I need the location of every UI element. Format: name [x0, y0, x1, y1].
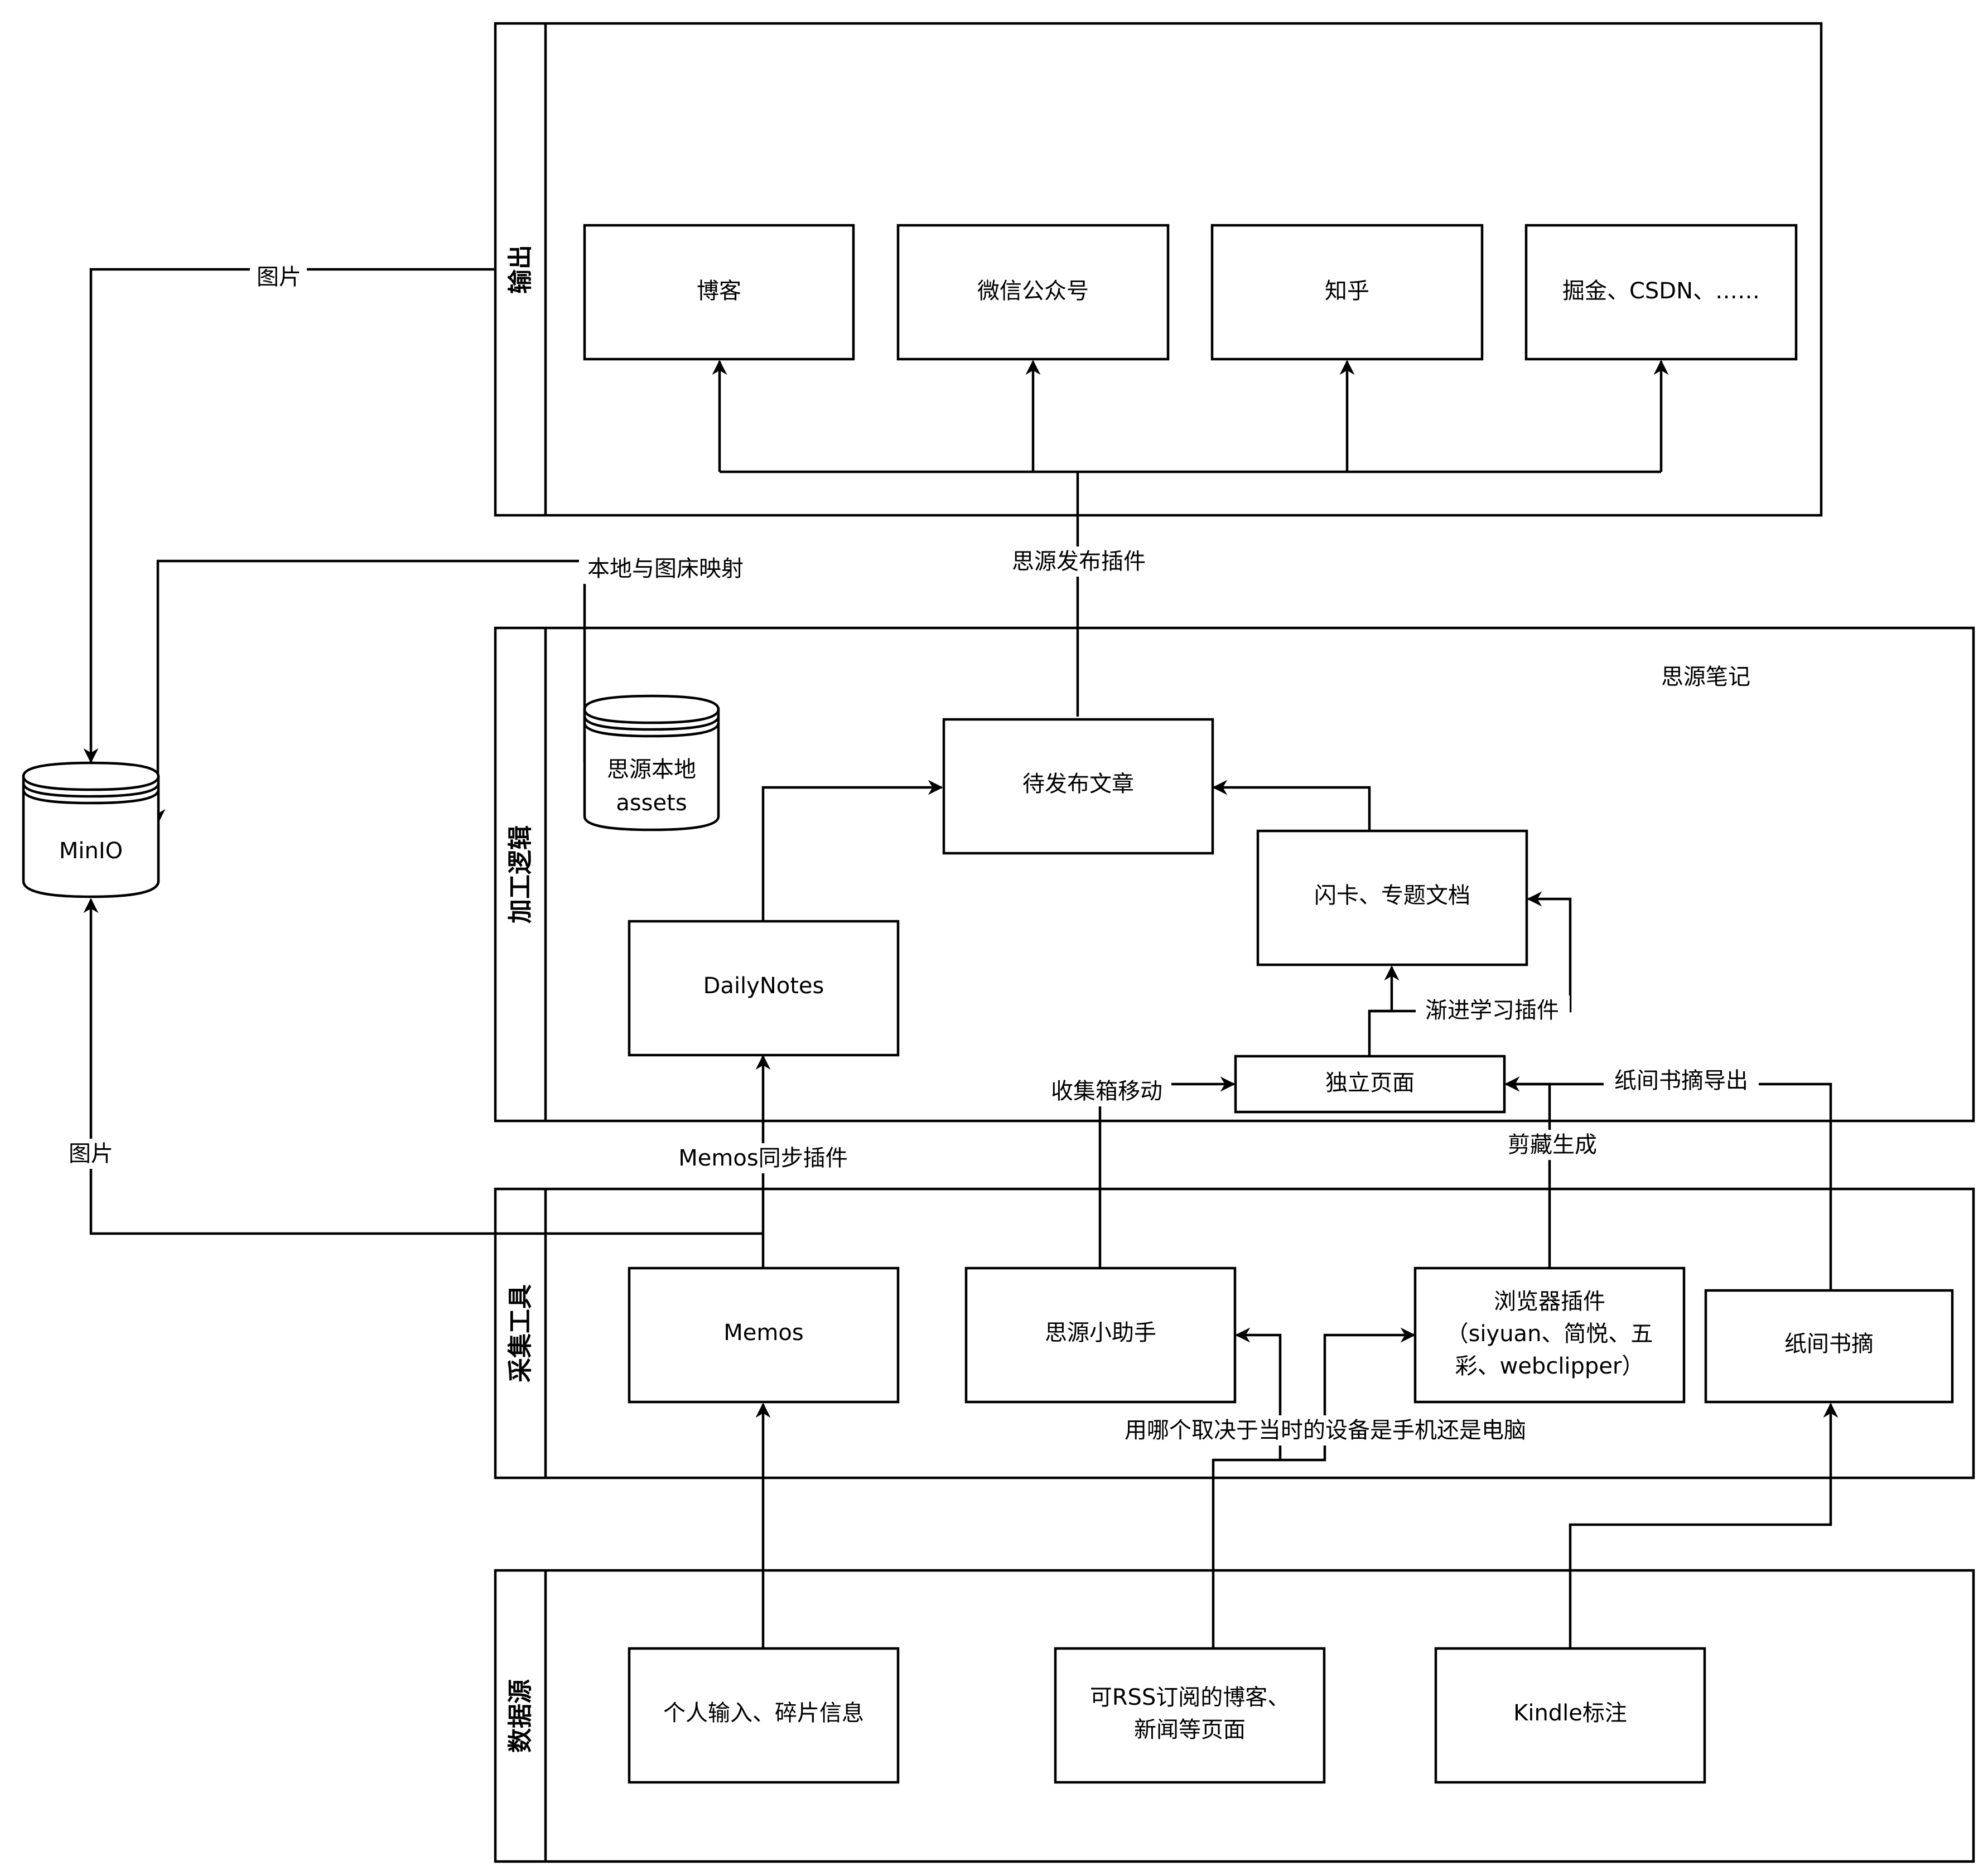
- label-local-mapping: 本地与图床映射: [587, 556, 744, 582]
- node-browser-plugin-label-2: （siyuan、简悦、五: [1446, 1321, 1653, 1347]
- node-memos: Memos: [628, 1266, 900, 1404]
- node-rss-label-2: 新闻等页面: [1134, 1717, 1246, 1743]
- label-device-choice: 用哪个取决于当时的设备是手机还是电脑: [1125, 1418, 1526, 1443]
- node-pending-article: 待发布文章: [942, 718, 1214, 855]
- lane-output-title: 输出: [506, 245, 535, 294]
- node-siyuan-helper-label: 思源小助手: [1045, 1320, 1156, 1346]
- label-publish-plugin: 思源发布插件: [1012, 549, 1146, 574]
- node-flashcard-label: 闪卡、专题文档: [1314, 883, 1470, 908]
- node-wechat-label: 微信公众号: [977, 278, 1089, 304]
- lane-datasource-title: 数据源: [506, 1679, 535, 1753]
- edge-flashcard-to-pending: [1212, 780, 1371, 831]
- node-local-assets-label-2: assets: [616, 790, 687, 816]
- node-wechat: 微信公众号: [896, 224, 1170, 361]
- node-memos-label: Memos: [723, 1320, 803, 1346]
- lane-datasource: 数据源: [494, 1569, 1975, 1863]
- edge-kindle-to-zhijian: [1569, 1403, 1839, 1648]
- edge-memos-image-to-minio: [83, 898, 763, 1235]
- lane-processing: 加工逻辑 思源笔记: [494, 626, 1975, 1123]
- lane-processing-title: 加工逻辑: [506, 825, 535, 924]
- label-inbox-move: 收集箱移动: [1051, 1079, 1162, 1104]
- label-progressive-learning: 渐进学习插件: [1425, 998, 1559, 1023]
- node-rss-label-1: 可RSS订阅的博客、: [1090, 1685, 1290, 1710]
- label-zhijian-export: 纸间书摘导出: [1614, 1068, 1748, 1094]
- label-image-bottom: 图片: [69, 1141, 113, 1167]
- edge-helper-to-standalone: [1098, 1076, 1236, 1267]
- node-personal-input-label: 个人输入、碎片信息: [663, 1700, 864, 1726]
- node-blog: 博客: [583, 224, 855, 361]
- node-juejin: 掘金、CSDN、……: [1524, 224, 1798, 361]
- node-local-assets-label-1: 思源本地: [607, 757, 696, 782]
- edge-browser-to-standalone: [1504, 1076, 1551, 1267]
- edge-output-image-to-minio: [83, 268, 495, 763]
- node-personal-input: 个人输入、碎片信息: [628, 1647, 900, 1784]
- node-browser-plugin-label-3: 彩、webclipper）: [1455, 1353, 1644, 1379]
- edge-rss-to-browser: [1280, 1327, 1416, 1462]
- node-minio-label: MinIO: [59, 838, 123, 864]
- node-standalone-page: 独立页面: [1234, 1055, 1506, 1114]
- node-zhihu-label: 知乎: [1325, 278, 1369, 304]
- edge-local-mapping-to-minio: [150, 559, 586, 824]
- label-memos-sync: Memos同步插件: [678, 1145, 847, 1171]
- edge-rss-branch: [1212, 1458, 1280, 1648]
- label-image-top: 图片: [257, 264, 301, 290]
- node-dailynotes: DailyNotes: [628, 920, 900, 1057]
- node-kindle-label: Kindle标注: [1513, 1700, 1627, 1726]
- label-clip-generate: 剪藏生成: [1508, 1132, 1597, 1158]
- node-siyuan-helper: 思源小助手: [964, 1266, 1237, 1404]
- node-zhijian: 纸间书摘: [1704, 1289, 1954, 1404]
- node-flashcard: 闪卡、专题文档: [1256, 829, 1528, 966]
- processing-caption: 思源笔记: [1661, 664, 1750, 690]
- node-juejin-label: 掘金、CSDN、……: [1562, 278, 1760, 304]
- node-rss: 可RSS订阅的博客、 新闻等页面: [1054, 1647, 1326, 1784]
- edges: [83, 268, 1839, 1648]
- edge-dailynotes-to-pending: [761, 780, 943, 920]
- node-browser-plugin-label-1: 浏览器插件: [1494, 1289, 1605, 1314]
- lane-collection: 采集工具: [494, 1187, 1975, 1479]
- node-blog-label: 博客: [697, 278, 741, 304]
- node-browser-plugin: 浏览器插件 （siyuan、简悦、五 彩、webclipper）: [1413, 1266, 1686, 1404]
- lane-collection-title: 采集工具: [506, 1284, 535, 1382]
- node-kindle: Kindle标注: [1434, 1647, 1706, 1784]
- node-zhijian-label: 纸间书摘: [1784, 1331, 1874, 1357]
- node-zhihu: 知乎: [1210, 224, 1484, 361]
- node-minio: MinIO: [22, 761, 160, 898]
- node-pending-article-label: 待发布文章: [1022, 771, 1134, 797]
- node-standalone-page-label: 独立页面: [1325, 1070, 1415, 1096]
- node-local-assets: 思源本地 assets: [583, 694, 720, 831]
- node-dailynotes-label: DailyNotes: [703, 973, 824, 999]
- edge-zhijian-to-standalone: [1504, 1076, 1832, 1289]
- edge-labels: 图片 本地与图床映射 思源发布插件 渐进学习插件 收集箱移动 纸间书摘导出 剪藏…: [61, 262, 1759, 1445]
